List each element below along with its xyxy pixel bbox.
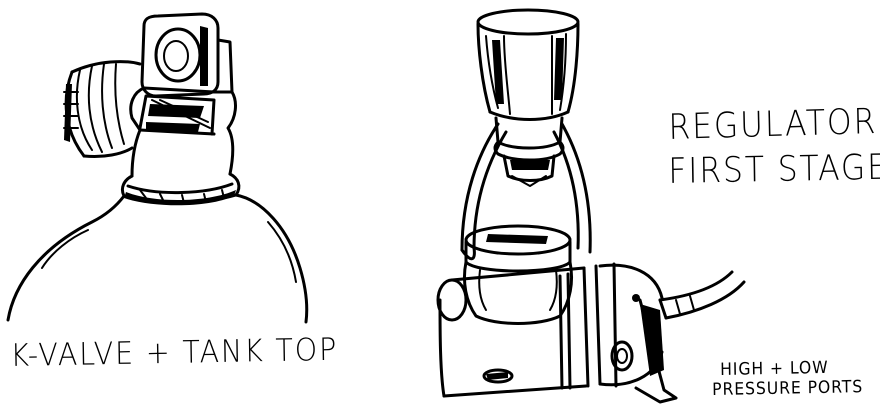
knob-neck [495,118,563,186]
valve-knob [64,62,140,157]
tank-neck-collar [122,174,238,205]
yoke-knob [478,10,578,120]
regulator-drawing [438,10,744,402]
ports-label-line1: HIGH + LOW [720,358,829,380]
regulator-label-line2: FIRST STAGE [668,148,880,192]
ports-label-line2: PRESSURE PORTS [712,377,863,400]
k-valve-label: K-VALVE + TANK TOP [10,332,338,374]
hose [660,272,744,318]
valve-body [131,88,236,176]
regulator-body [438,266,600,396]
regulator-label-line1: REGULATOR [668,102,878,148]
k-valve-drawing [8,14,307,322]
valve-outlet [142,14,232,96]
end-cap-ports [600,264,676,402]
tank-top [8,195,307,322]
